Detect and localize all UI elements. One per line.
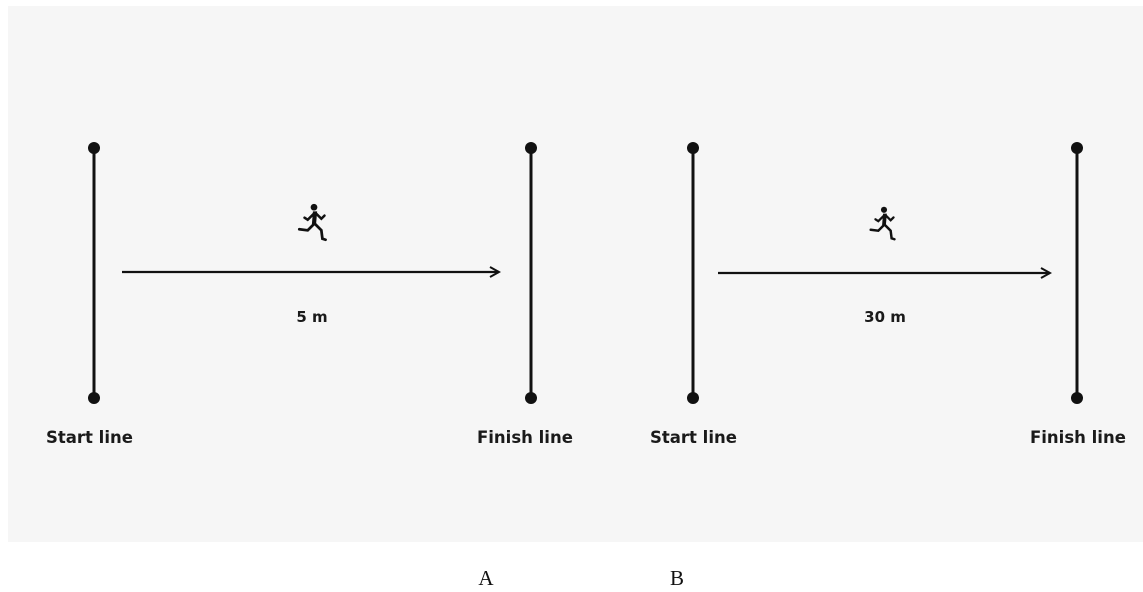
caption-b: B <box>669 566 685 590</box>
finish-line-a-top-dot <box>525 142 537 154</box>
distance-label-b: 30 m <box>864 308 906 326</box>
distance-label-a: 5 m <box>296 308 328 326</box>
finish-line-label-a: Finish line <box>477 428 573 447</box>
panel-b <box>687 142 1083 404</box>
finish-line-label-b: Finish line <box>1030 428 1126 447</box>
runner-icon <box>869 205 896 241</box>
start-line-label-b: Start line <box>650 428 737 447</box>
runner-icon <box>297 202 327 242</box>
start-line-label-a: Start line <box>46 428 133 447</box>
finish-line-b-bottom-dot <box>1071 392 1083 404</box>
start-line-a-bottom-dot <box>88 392 100 404</box>
caption-a: A <box>478 566 494 590</box>
start-line-b-top-dot <box>687 142 699 154</box>
panel-a <box>88 142 537 404</box>
finish-line-a-bottom-dot <box>525 392 537 404</box>
finish-line-b-top-dot <box>1071 142 1083 154</box>
start-line-a-top-dot <box>88 142 100 154</box>
start-line-b-bottom-dot <box>687 392 699 404</box>
